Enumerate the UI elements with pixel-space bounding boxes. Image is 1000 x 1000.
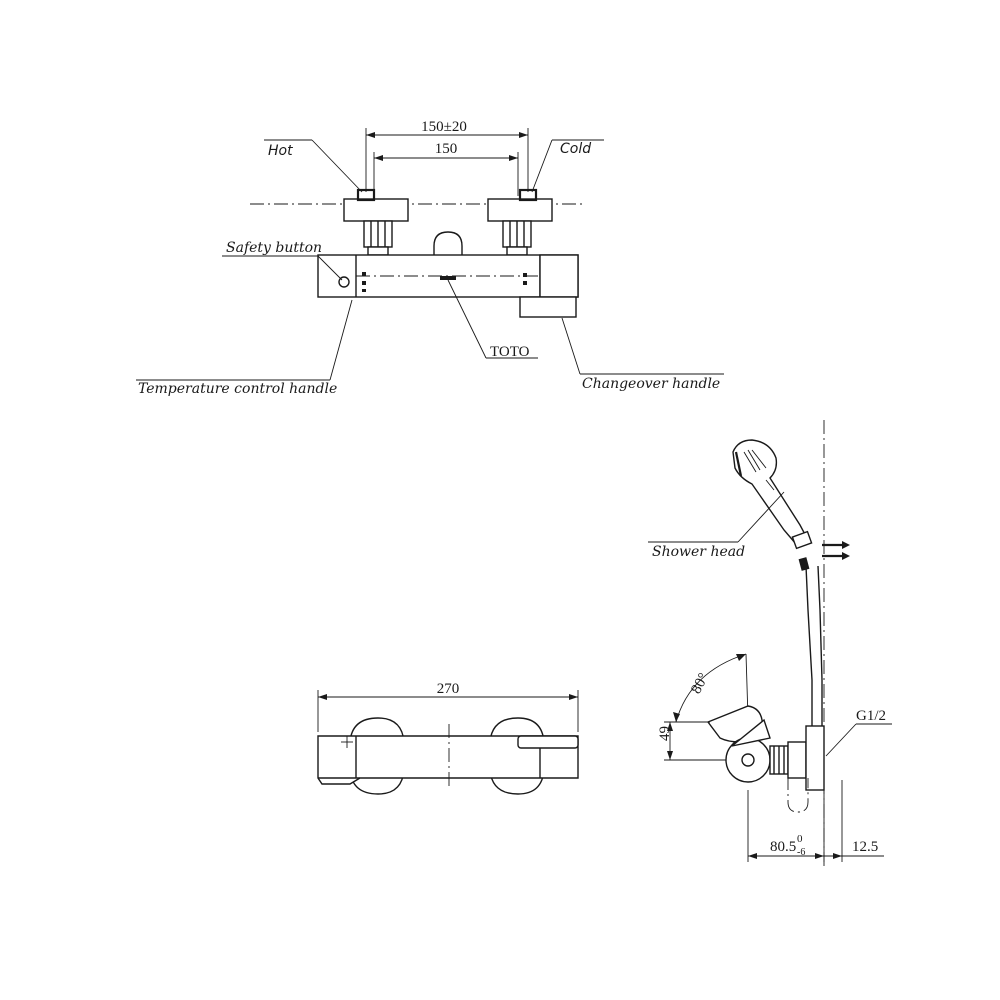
side-view: Shower head 80° 49 80.5 0 xyxy=(648,420,892,868)
label-shower-head: Shower head xyxy=(652,544,745,560)
label-temperature-control-handle: Temperature control handle xyxy=(138,381,337,397)
hot-escutcheon xyxy=(343,198,409,222)
cold-union-nut xyxy=(502,220,532,256)
logo-mark xyxy=(440,276,456,280)
plan-changeover-lever xyxy=(517,735,579,749)
pipe-hidden xyxy=(787,776,809,813)
changeover-block xyxy=(539,254,579,298)
top-outlet xyxy=(433,231,463,257)
front-view: 150±20 150 xyxy=(136,119,724,397)
label-g-thread: G1/2 xyxy=(856,708,886,724)
dimension-150: 150 xyxy=(373,141,519,196)
label-safety-button: Safety button xyxy=(226,240,322,256)
dim-80-angle-text: 80° xyxy=(688,671,712,697)
dim-150-tolerance-text: 150±20 xyxy=(421,119,467,135)
shower-hose xyxy=(805,565,813,740)
changeover-lever xyxy=(519,296,577,318)
dim-80-5-text: 80.5 xyxy=(770,839,796,855)
hot-union-nut xyxy=(363,220,393,256)
dim-270-text: 270 xyxy=(437,681,460,697)
label-changeover-handle: Changeover handle xyxy=(582,376,720,392)
dim-12-5-text: 12.5 xyxy=(852,839,878,855)
shower-head-shape xyxy=(732,439,813,571)
label-toto: TOTO xyxy=(490,344,530,360)
dim-80-5-upper-tol: 0 xyxy=(797,833,803,845)
dimension-150-tolerance: 150±20 xyxy=(365,119,529,192)
side-escutcheon xyxy=(805,725,825,791)
cold-escutcheon xyxy=(487,198,553,222)
dim-150-text: 150 xyxy=(435,141,458,157)
label-hot: Hot xyxy=(268,143,293,159)
rotation-arc xyxy=(675,653,747,723)
label-cold: Cold xyxy=(560,141,591,157)
dim-80-5-lower-tol: -6 xyxy=(797,847,805,858)
dim-49-text: 49 xyxy=(657,726,673,741)
plan-view: 270 xyxy=(317,681,579,795)
side-elbow xyxy=(787,741,807,779)
